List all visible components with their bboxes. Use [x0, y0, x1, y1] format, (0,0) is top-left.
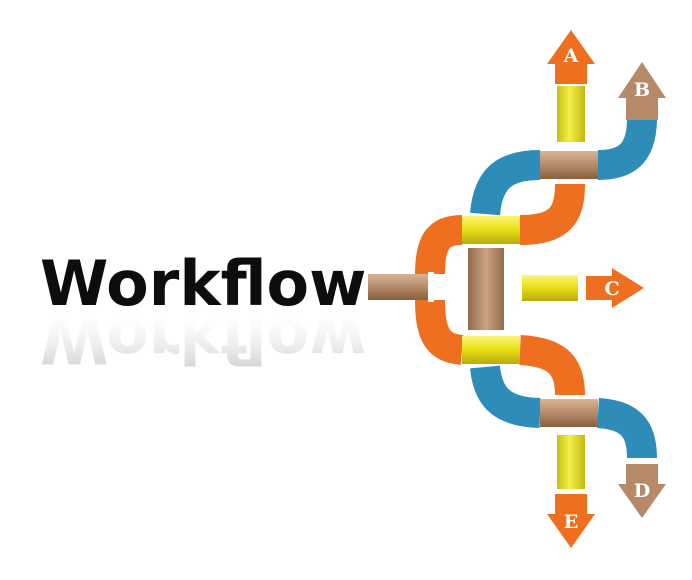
output-arrows: A B C D E — [547, 30, 666, 548]
arrow-e: E — [547, 494, 595, 548]
arrow-d: D — [618, 464, 666, 518]
tan-pipe-main — [368, 274, 430, 300]
yellow-pipe-lower-left — [462, 336, 520, 364]
yellow-pipe-upper-left — [462, 216, 520, 244]
orange-pipe-upper-left — [415, 215, 463, 275]
label-c: C — [604, 278, 619, 300]
blue-pipe-top-right — [597, 117, 657, 180]
blue-pipe-bottom-right — [596, 398, 657, 459]
arrow-a: A — [547, 30, 595, 84]
tan-pipe-bottom — [540, 399, 598, 427]
orange-pipe-lower-right — [518, 335, 585, 396]
tan-pipe-center — [468, 248, 504, 330]
label-b: B — [634, 79, 650, 101]
title-reflection: Workflow — [40, 304, 366, 377]
yellow-pipe-c — [522, 275, 578, 301]
label-a: A — [563, 45, 579, 67]
orange-pipe-lower-left — [415, 299, 465, 365]
label-d: D — [634, 480, 650, 502]
workflow-title-group: Workflow Workflow — [40, 247, 366, 377]
arrow-b: B — [618, 62, 666, 120]
arrow-c: C — [586, 268, 644, 308]
straight-pipes — [368, 86, 598, 489]
blue-pipe-lower — [470, 364, 541, 428]
svg-text:Workflow: Workflow — [40, 304, 366, 377]
yellow-pipe-a — [557, 86, 585, 142]
tan-pipe-top — [540, 151, 598, 179]
label-e: E — [564, 511, 578, 533]
blue-pipe-upper — [470, 150, 541, 216]
orange-pipe-upper-right — [519, 183, 585, 245]
yellow-pipe-e — [557, 435, 585, 489]
workflow-title: Workflow — [40, 247, 366, 320]
curved-pipes — [415, 117, 657, 459]
